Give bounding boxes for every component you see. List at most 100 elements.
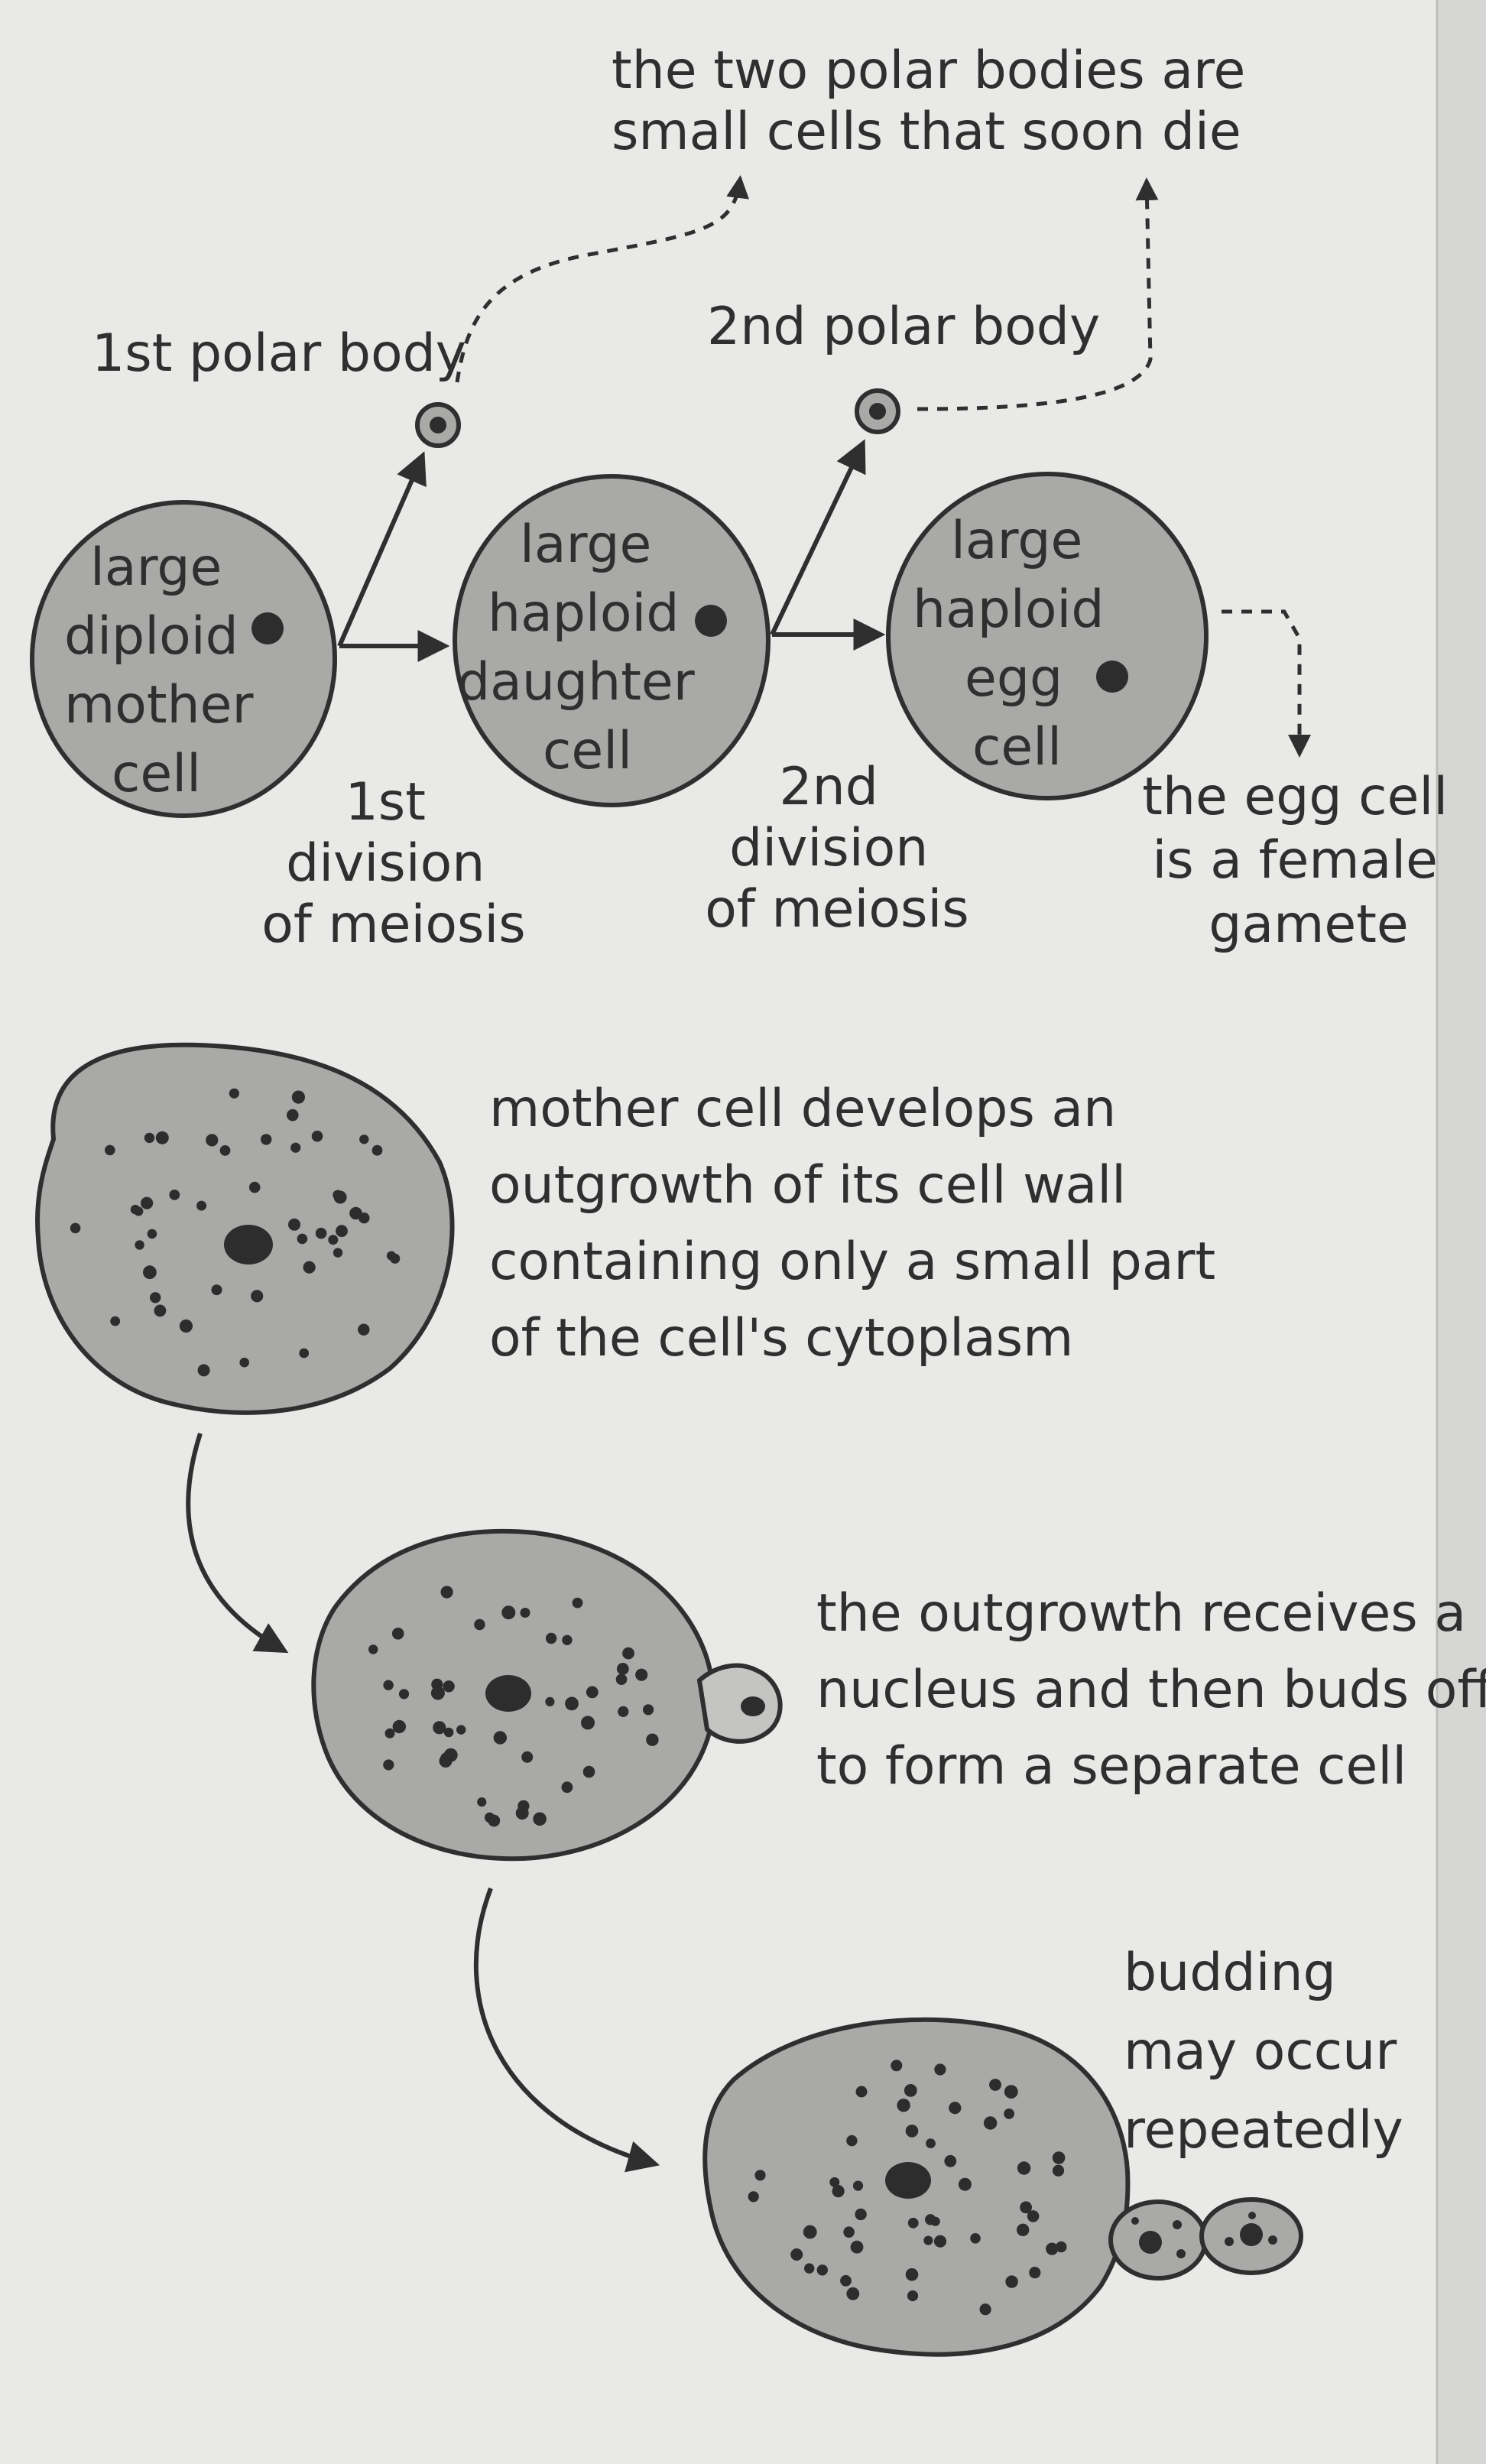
cytoplasm-dot [582, 1765, 595, 1778]
cytoplasm-dot [850, 2240, 864, 2254]
second-polar-body-label: 2nd polar body [707, 297, 1100, 357]
first-polar-body-label: 1st polar body [92, 323, 466, 384]
cytoplasm-dot [433, 1721, 446, 1735]
polar-bodies-note: the two polar bodies are small cells tha… [612, 41, 1262, 162]
cytoplasm-dot [391, 1628, 404, 1640]
cytoplasm-dot [372, 1144, 383, 1156]
cytoplasm-dot [533, 1812, 547, 1826]
meiosis-section: the two polar bodies are small cells tha… [30, 41, 1465, 955]
second-polar-dashed-path [917, 177, 1159, 411]
cytoplasm-dot [261, 1134, 272, 1145]
egg-dashed-path [1222, 609, 1311, 758]
cytoplasm-dot [315, 1227, 327, 1239]
mother-cell: large diploid mother cell [30, 500, 337, 818]
cytoplasm-dot [949, 2102, 962, 2115]
cytoplasm-dot [477, 1797, 487, 1807]
cytoplasm-dot [383, 1759, 394, 1771]
budding-arrow-2 [473, 1887, 660, 2173]
cytoplasm-dot [804, 2263, 815, 2274]
cytoplasm-dot [333, 1248, 343, 1258]
cytoplasm-dot [1020, 2201, 1032, 2214]
cytoplasm-dot [291, 1090, 305, 1104]
cytoplasm-dot [251, 1290, 264, 1303]
cytoplasm-dot [897, 2099, 910, 2112]
cytoplasm-dot [297, 1233, 308, 1245]
egg-cell-note: the egg cell is a female gamete [1142, 767, 1465, 955]
cytoplasm-dot [855, 2086, 868, 2098]
cytoplasm-dot [150, 1292, 161, 1303]
cytoplasm-dot [545, 1632, 557, 1644]
cytoplasm-dots-1 [70, 1088, 401, 1377]
first-polar-arrow [337, 451, 427, 648]
mother-cell-nucleus [251, 612, 284, 644]
daughter-cell: large haploid daughter cell [453, 474, 771, 807]
cytoplasm-dot [846, 2287, 860, 2300]
cytoplasm-dot [1027, 2210, 1040, 2222]
cytoplasm-dot [440, 1752, 453, 1764]
cytoplasm-dot [907, 2217, 919, 2229]
cytoplasm-dot [958, 2177, 972, 2191]
cytoplasm-dot [635, 1668, 648, 1681]
cytoplasm-dot [891, 2060, 903, 2072]
budding-section: mother cell develops an outgrowth of its… [35, 1042, 1486, 2357]
second-polar-body [855, 388, 900, 434]
daughter-cell-nucleus [695, 605, 727, 637]
cytoplasm-dot [1004, 2109, 1014, 2119]
cytoplasm-dot [303, 1261, 316, 1274]
budding-cell-1-nucleus [224, 1225, 273, 1264]
cytoplasm-dot [840, 2274, 852, 2287]
egg-cell-nucleus [1096, 661, 1128, 693]
first-polar-dashed-path [455, 175, 749, 383]
cytoplasm-dot [926, 2138, 936, 2149]
cytoplasm-dot [1052, 2164, 1065, 2177]
cytoplasm-dot [196, 1200, 207, 1211]
cytoplasm-dot [622, 1647, 634, 1660]
cytoplasm-dot [501, 1605, 516, 1620]
cytoplasm-dot [311, 1130, 323, 1142]
cytoplasm-dot [561, 1781, 573, 1794]
cytoplasm-dot [616, 1663, 629, 1675]
cytoplasm-dot [219, 1145, 231, 1156]
daughter-cell-label: large haploid daughter cell [457, 515, 711, 781]
cytoplasm-dot [1052, 2151, 1066, 2164]
cytoplasm-dot [748, 2191, 759, 2203]
cytoplasm-dot [586, 1686, 599, 1699]
mother-cell-label: large diploid mother cell [64, 537, 270, 804]
cytoplasm-dot [933, 2235, 947, 2248]
cytoplasm-dot [440, 1586, 453, 1599]
cytoplasm-dot [386, 1251, 397, 1261]
cytoplasm-dot [130, 1204, 141, 1215]
cytoplasm-dot [333, 1190, 347, 1204]
cytoplasm-dot [545, 1696, 555, 1706]
cytoplasm-dot [983, 2116, 998, 2130]
cytoplasm-dot [562, 1635, 573, 1645]
cytoplasm-dot [135, 1240, 144, 1250]
cytoplasm-dots-3 [748, 2060, 1067, 2316]
cytoplasm-dot [521, 1751, 534, 1763]
bud-2 [1199, 2197, 1303, 2275]
cytoplasm-dot [143, 1265, 157, 1280]
cytoplasm-dot [290, 1142, 301, 1153]
second-division-label: 2nd division of meiosis [705, 757, 968, 940]
first-division-label: 1st division of meiosis [261, 772, 525, 955]
budding-cell-3-nucleus [885, 2162, 931, 2199]
cytoplasm-dot [359, 1213, 370, 1224]
cytoplasm-dot [1017, 2223, 1030, 2236]
cytoplasm-dot [211, 1284, 222, 1296]
cytoplasm-dot [846, 2134, 858, 2147]
cytoplasm-dot [105, 1144, 115, 1156]
cytoplasm-dot [1005, 2275, 1018, 2288]
cytoplasm-dot [829, 2177, 840, 2187]
cytoplasm-dot [907, 2290, 919, 2302]
cytoplasm-dot [904, 2084, 917, 2097]
cytoplasm-dot [239, 1357, 250, 1368]
cytoplasm-dot [816, 2264, 829, 2276]
cytoplasm-dot [398, 1689, 410, 1699]
cytoplasm-dot [754, 2170, 766, 2181]
cytoplasm-dot [110, 1316, 121, 1326]
cytoplasm-dots-2 [368, 1586, 659, 1827]
cytoplasm-dot [206, 1134, 219, 1147]
cytoplasm-dot [852, 2180, 864, 2191]
cytoplasm-dot [229, 1088, 239, 1099]
cytoplasm-dot [154, 1304, 167, 1317]
